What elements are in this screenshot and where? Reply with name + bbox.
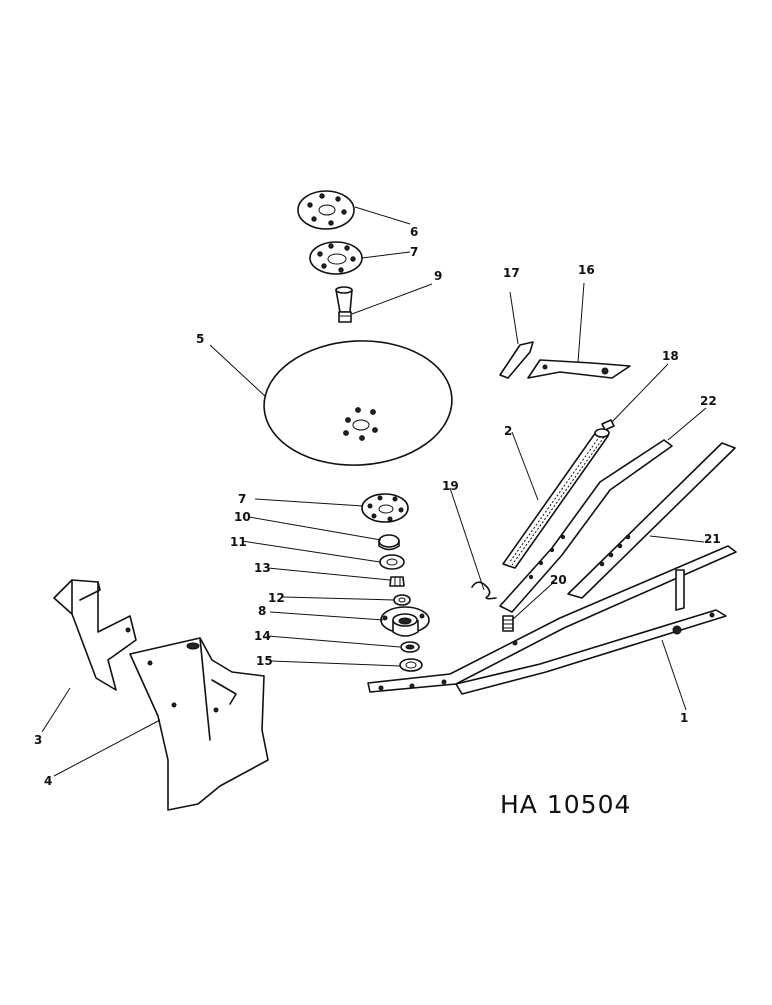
part-9-spindle: [335, 286, 353, 323]
part-17-scraper-blade: [499, 341, 534, 379]
part-16-scraper-arm: [527, 359, 631, 379]
callout-19: 19: [442, 479, 459, 493]
part-15-washer: [399, 658, 423, 672]
callout-1: 1: [680, 711, 688, 725]
callout-7-upper: 7: [410, 245, 418, 259]
callout-11: 11: [230, 535, 247, 549]
leader-lines: [41, 206, 707, 777]
part-11-washer: [379, 554, 405, 570]
part-1-frame: [367, 545, 737, 695]
part-2-spring: [502, 428, 610, 569]
callout-15: 15: [256, 654, 273, 668]
callout-10: 10: [234, 510, 251, 524]
callout-21: 21: [704, 532, 721, 546]
callout-5: 5: [196, 332, 204, 346]
callout-labels: 1 2 3 4 5 6 7 7 8 9 10 11 12 13 14 15 16…: [34, 225, 721, 788]
part-4-shield: [129, 637, 269, 811]
part-20-small-spring: [502, 615, 514, 632]
callout-3: 3: [34, 733, 42, 747]
part-21-bar: [567, 442, 736, 599]
part-12-washer: [393, 594, 411, 606]
callout-12: 12: [268, 591, 285, 605]
part-7-lower-plate: [361, 493, 409, 523]
part-6-hub-plate: [297, 190, 355, 230]
part-8-hub: [380, 606, 430, 637]
callout-7-lower: 7: [238, 492, 246, 506]
callout-22: 22: [700, 394, 717, 408]
callout-14: 14: [254, 629, 271, 643]
part-10-seal: [378, 534, 400, 551]
part-18-clip: [601, 419, 615, 431]
part-14-cap: [400, 641, 420, 653]
callout-17: 17: [503, 266, 520, 280]
part-22-rod: [499, 439, 673, 613]
callout-13: 13: [254, 561, 271, 575]
callout-9: 9: [434, 269, 442, 283]
part-19-spring-clip: [471, 581, 497, 600]
part-13-bearing: [389, 576, 405, 587]
callout-6: 6: [410, 225, 418, 239]
part-7-upper-plate: [309, 241, 363, 275]
callout-16: 16: [578, 263, 595, 277]
callout-18: 18: [662, 349, 679, 363]
callout-20: 20: [550, 573, 567, 587]
callout-2: 2: [504, 424, 512, 438]
part-3-boot: [53, 579, 137, 691]
part-5-disc: [263, 340, 453, 466]
callout-4: 4: [44, 774, 52, 788]
drawing-code: HA 10504: [500, 790, 631, 819]
callout-8: 8: [258, 604, 266, 618]
